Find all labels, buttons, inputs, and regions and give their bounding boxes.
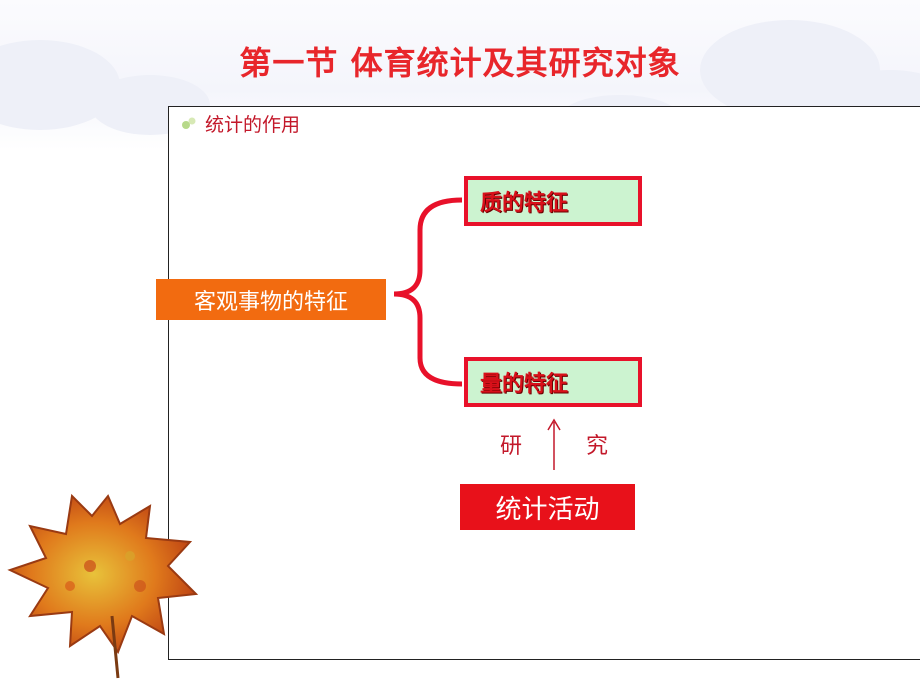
arrow-left-label: 研 <box>500 434 523 459</box>
quantity-feature-box: 量的特征 <box>464 357 642 407</box>
curly-bracket <box>393 197 463 387</box>
statistics-activity-box: 统计活动 <box>460 484 635 530</box>
arrow-right-label: 究 <box>586 434 609 459</box>
quality-feature-box: 质的特征 <box>464 176 642 226</box>
maple-leaf-image <box>7 493 199 679</box>
root-feature-box: 客观事物的特征 <box>156 279 386 320</box>
up-arrow-icon <box>547 418 561 470</box>
bullet-text: 统计的作用 <box>205 114 301 136</box>
slide-title: 第一节 体育统计及其研究对象 <box>239 44 681 82</box>
bullet-icon <box>182 117 196 129</box>
